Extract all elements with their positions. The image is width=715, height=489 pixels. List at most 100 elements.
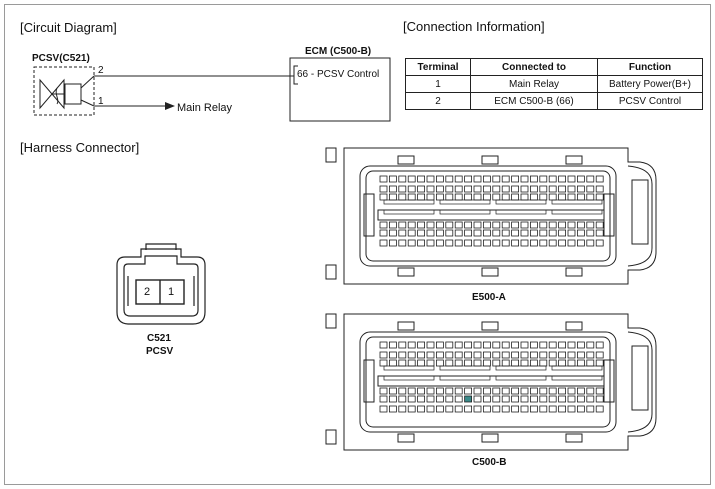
pin-cavity (454, 175, 463, 183)
pin-cavity (417, 341, 426, 349)
pin-cavity (482, 229, 491, 237)
pin-cavity (558, 351, 566, 359)
pin-cavity (558, 239, 566, 247)
pin-cavity (426, 229, 435, 237)
pin-cavity (426, 239, 435, 247)
pin-cavity (445, 405, 454, 413)
pin-cavity (379, 351, 388, 359)
connection-info-heading: [Connection Information] (403, 19, 545, 34)
pin-cavity (511, 239, 520, 247)
pin-cavity (558, 229, 566, 237)
pin-cavity (501, 239, 510, 247)
pin-cavity (577, 359, 585, 367)
pin-cavity (435, 175, 444, 183)
pin-cavity (586, 239, 595, 247)
pin-cavity (567, 359, 576, 367)
pin-cavity (520, 175, 529, 183)
pin-cavity (548, 221, 557, 229)
pin-cavity (501, 359, 510, 367)
pin-cavity (520, 405, 529, 413)
pin-cavity (501, 395, 510, 403)
pin-cavity (473, 405, 482, 413)
pin-cavity (388, 221, 397, 229)
pin-cavity (464, 405, 473, 413)
pin-cavity (548, 229, 557, 237)
pin-cavity (577, 405, 585, 413)
pin-cavity (388, 395, 397, 403)
pin-cavity (379, 341, 388, 349)
wire-1-number: 1 (98, 96, 104, 107)
pin-cavity (435, 387, 444, 395)
pin-cavity (501, 351, 510, 359)
pin-cavity (586, 229, 595, 237)
pin-cavity (530, 395, 538, 403)
pin-cavity (407, 387, 416, 395)
pin-cavity (473, 193, 482, 201)
pin-cavity (398, 405, 407, 413)
pin-cavity (558, 387, 566, 395)
pin-cavity (501, 175, 510, 183)
pin-cavity (464, 221, 473, 229)
pin-cavity (388, 193, 397, 201)
pin-cavity (445, 341, 454, 349)
pin-cavity (539, 175, 548, 183)
pin-cavity (426, 405, 435, 413)
pin-cavity (511, 229, 520, 237)
pin-cavity (548, 387, 557, 395)
connector-rib (383, 199, 435, 205)
pin-cavity (577, 351, 585, 359)
pin-cavity (379, 185, 388, 193)
pin-cavity (530, 229, 538, 237)
ecm-pin-label: 66 - PCSV Control (297, 69, 380, 80)
pin-cavity (426, 221, 435, 229)
pin-cavity (520, 229, 529, 237)
pin-cavity (567, 221, 576, 229)
e500-a-label: E500-A (472, 292, 506, 303)
pin-cavity (539, 405, 548, 413)
connector-rib (439, 375, 491, 381)
pin-cavity (482, 405, 491, 413)
pin-cavity (530, 175, 538, 183)
pin-cavity (398, 341, 407, 349)
c500-b-label: C500-B (472, 457, 507, 468)
pin-cavity (577, 221, 585, 229)
pin-cavity (417, 221, 426, 229)
pin-cavity (407, 193, 416, 201)
connector-rib (551, 365, 603, 371)
pin-cavity (388, 341, 397, 349)
pin-cavity (586, 387, 595, 395)
pin-cavity (398, 359, 407, 367)
pin-cavity (464, 239, 473, 247)
pin-cavity (567, 405, 576, 413)
pin-cavity (435, 221, 444, 229)
pin-cavity (586, 395, 595, 403)
pin-cavity (530, 359, 538, 367)
pin-cavity (417, 405, 426, 413)
pin-cavity (435, 185, 444, 193)
pin-cavity (558, 175, 566, 183)
ecm-box (289, 57, 391, 122)
pin-cavity (482, 395, 491, 403)
pin-cavity (435, 341, 444, 349)
pin-cavity (492, 405, 501, 413)
pin-cavity (407, 221, 416, 229)
pin-cavity (567, 175, 576, 183)
pin-cavity (595, 387, 604, 395)
diagram-frame (4, 4, 711, 485)
connector-rib (439, 365, 491, 371)
pin-cavity (426, 351, 435, 359)
pin-cavity (539, 341, 548, 349)
pin-cavity (586, 405, 595, 413)
pin-cavity (454, 351, 463, 359)
pin-cavity (511, 341, 520, 349)
pin-cavity (464, 359, 473, 367)
pin-cavity (558, 359, 566, 367)
pin-cavity (548, 405, 557, 413)
pin-cavity (417, 193, 426, 201)
pin-cavity (398, 193, 407, 201)
pin-cavity (492, 239, 501, 247)
pin-cavity (464, 387, 473, 395)
pin-cavity (501, 185, 510, 193)
pin-cavity (445, 175, 454, 183)
